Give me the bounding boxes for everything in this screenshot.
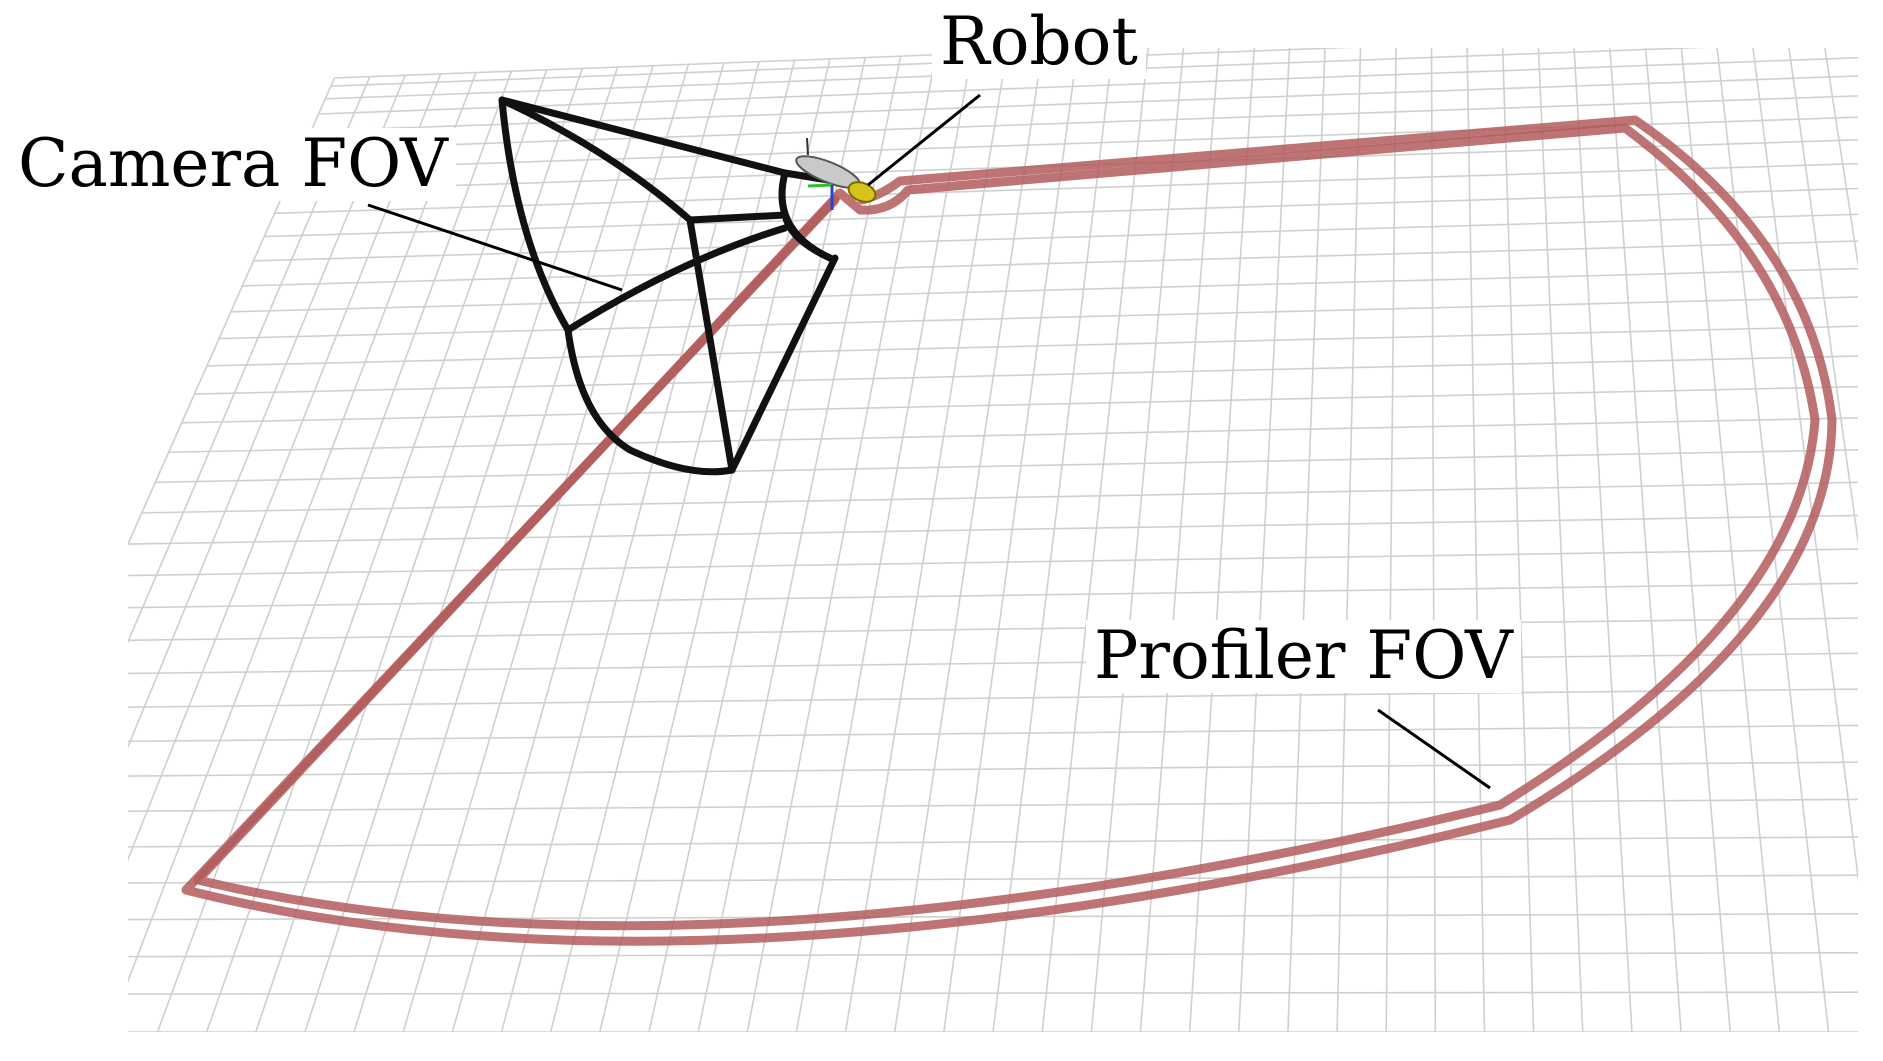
grid-line <box>206 325 1858 367</box>
grid-line <box>1824 48 1858 269</box>
grid-line <box>156 70 513 1032</box>
grid-line <box>128 617 1858 642</box>
grid-line <box>1788 48 1858 547</box>
grid-line <box>1287 48 1326 1032</box>
grid-line <box>128 836 1858 848</box>
grid-line <box>1680 48 1781 1032</box>
camera-fov-frustum <box>498 96 839 476</box>
grid-line <box>1573 48 1633 1032</box>
grid-line <box>128 761 1858 777</box>
grid-line <box>128 72 477 983</box>
grid-line <box>599 58 831 1032</box>
camera-fov-leader-line <box>367 203 623 292</box>
grid-line <box>219 296 1858 340</box>
grid-line <box>128 991 1858 995</box>
grid-line <box>128 77 336 546</box>
profiler-fov-label: Profiler FOV <box>1086 619 1521 693</box>
grid-line <box>1501 48 1535 1032</box>
grid-line <box>181 385 1858 424</box>
grid-line <box>205 69 548 1032</box>
grid-line <box>318 56 1858 115</box>
grid-line <box>500 61 760 1032</box>
grid-line <box>334 48 1134 79</box>
camera-fov-left-edge <box>498 96 572 334</box>
grid-line <box>155 449 1858 484</box>
grid-line <box>128 74 407 749</box>
profiler-fov-outer <box>193 123 1820 931</box>
camera-fov-left-lower <box>564 326 736 476</box>
profiler-fov-leader-line <box>1377 708 1491 790</box>
grid-line <box>128 582 1858 609</box>
grid-line <box>128 688 1858 708</box>
camera-fov-near-arc-2 <box>781 211 834 262</box>
camera-fov-top-edge <box>498 96 789 177</box>
grid-line <box>1237 48 1291 1032</box>
robot-axis-x <box>807 183 833 188</box>
camera-fov-arc-mid <box>564 224 789 334</box>
grid-line <box>230 267 1858 313</box>
profiler-fov-inner <box>181 115 1837 946</box>
camera-fov-arc-top <box>498 96 694 224</box>
camera-fov-cross-2 <box>686 216 736 474</box>
grid-line <box>302 95 1858 151</box>
grid-line <box>128 798 1858 813</box>
grid-line <box>304 66 619 1032</box>
grid-line <box>1608 48 1682 1032</box>
grid-line <box>1856 19 1883 1032</box>
grid-line <box>128 951 1858 958</box>
grid-line <box>451 62 725 1032</box>
grid-line <box>274 162 1858 215</box>
grid-line <box>1537 48 1584 1032</box>
grid-line <box>128 724 1858 743</box>
grid-line <box>1336 48 1362 1032</box>
grid-line <box>795 53 973 1032</box>
robot-nose <box>847 181 877 203</box>
grid-line <box>128 514 1858 545</box>
grid-line <box>194 355 1858 395</box>
grid-line <box>1385 48 1397 1032</box>
camera-fov-cross-1 <box>686 211 789 224</box>
robot-label: Robot <box>932 5 1146 79</box>
grid-line <box>253 213 1858 262</box>
robot-model <box>795 137 877 210</box>
grid-line <box>264 187 1858 238</box>
grid-line <box>141 481 1858 514</box>
robot-leader-line <box>867 93 981 187</box>
grid-line <box>128 548 1858 577</box>
camera-fov-right-edge <box>728 254 839 474</box>
grid-line <box>128 874 1858 884</box>
grid-line <box>1430 48 1437 1032</box>
grid-line <box>746 54 937 1032</box>
grid-line <box>893 50 1044 1032</box>
leader-lines <box>367 93 1491 790</box>
camera-fov-label: Camera FOV <box>10 127 456 201</box>
profiler-fov-outline <box>181 115 1837 946</box>
grid-line <box>402 64 690 1032</box>
grid-line <box>168 417 1858 454</box>
grid-line <box>1466 48 1486 1032</box>
grid-line <box>242 240 1858 287</box>
